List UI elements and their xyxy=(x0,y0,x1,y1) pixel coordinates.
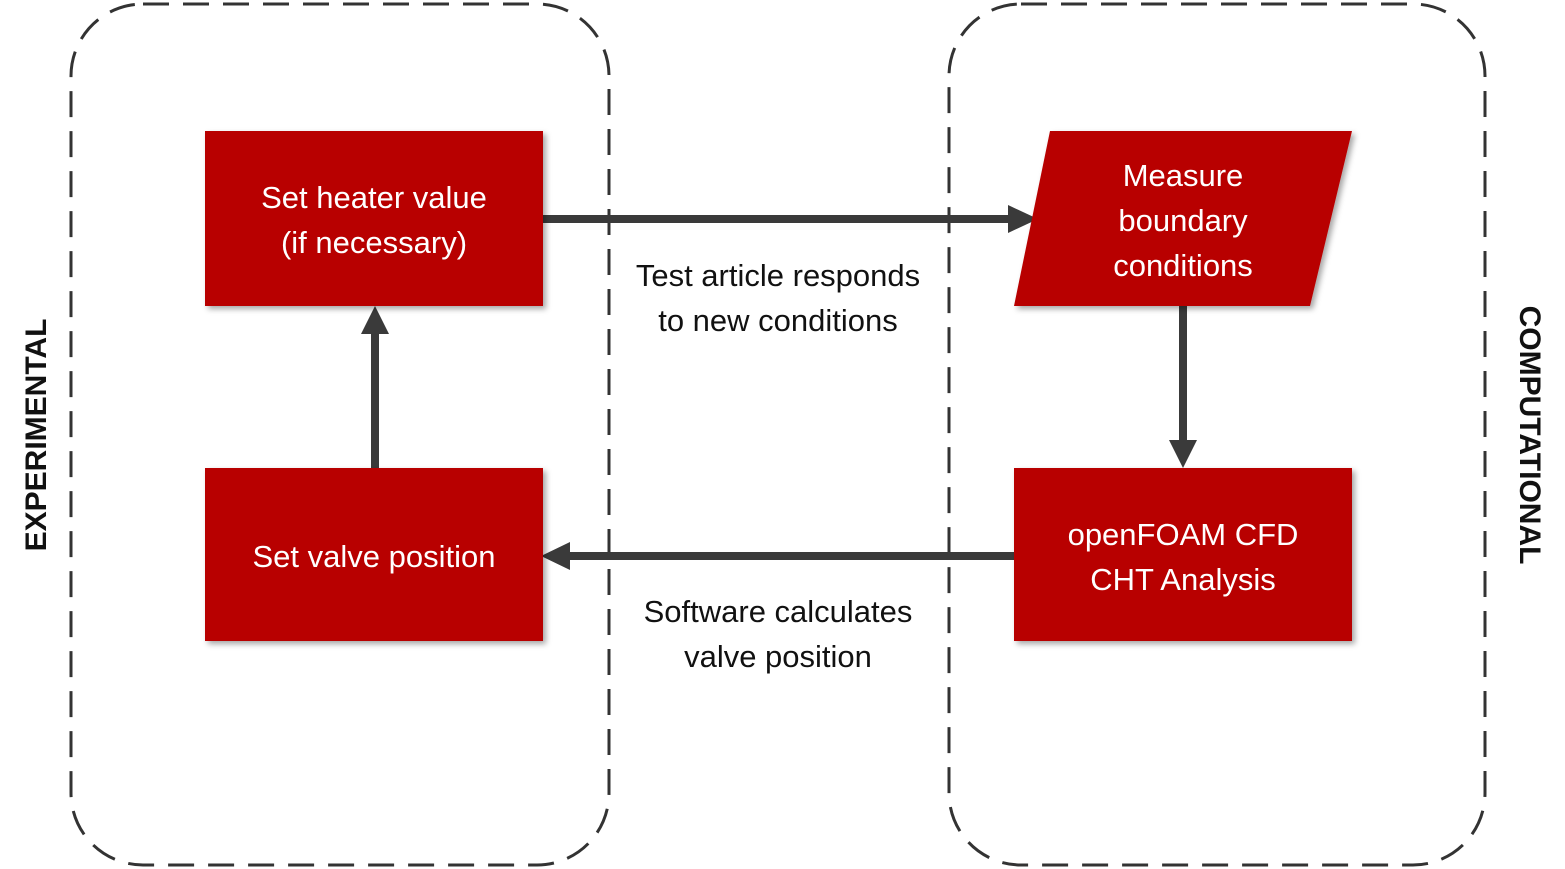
edge-label-software-calculates: Software calculates valve position xyxy=(644,594,913,674)
edge-label-test-article-line-2: to new conditions xyxy=(658,303,898,338)
experimental-region xyxy=(69,2,611,867)
node-set-heater-value-line-1: Set heater value xyxy=(261,180,487,215)
node-measure-boundary-conditions: Measure boundary conditions xyxy=(1014,131,1352,306)
node-openfoam-line-2: CHT Analysis xyxy=(1090,562,1276,597)
computational-region xyxy=(947,2,1487,867)
node-measure-line-1: Measure xyxy=(1123,158,1244,193)
node-set-heater-value-line-2: (if necessary) xyxy=(281,225,467,260)
arrow-valve-to-heater xyxy=(361,306,389,468)
node-openfoam-line-1: openFOAM CFD xyxy=(1068,517,1299,552)
arrow-cfd-to-valve xyxy=(541,542,1014,570)
node-openfoam-cfd: openFOAM CFD CHT Analysis xyxy=(1014,468,1352,641)
node-measure-line-2: boundary xyxy=(1118,203,1248,238)
edge-label-software-line-1: Software calculates xyxy=(644,594,913,629)
node-set-heater-value: Set heater value (if necessary) xyxy=(205,131,543,306)
node-measure-line-3: conditions xyxy=(1113,248,1253,283)
edge-label-test-article: Test article responds to new conditions xyxy=(636,258,920,338)
node-set-valve-position: Set valve position xyxy=(205,468,543,641)
arrow-heater-to-measure xyxy=(543,205,1038,233)
computational-label: COMPUTATIONAL xyxy=(1513,306,1546,565)
edge-label-test-article-line-1: Test article responds xyxy=(636,258,920,293)
experimental-label: EXPERIMENTAL xyxy=(20,319,53,552)
edge-label-software-line-2: valve position xyxy=(684,639,872,674)
node-set-valve-position-line-1: Set valve position xyxy=(253,539,496,574)
arrow-measure-to-cfd xyxy=(1169,306,1197,468)
